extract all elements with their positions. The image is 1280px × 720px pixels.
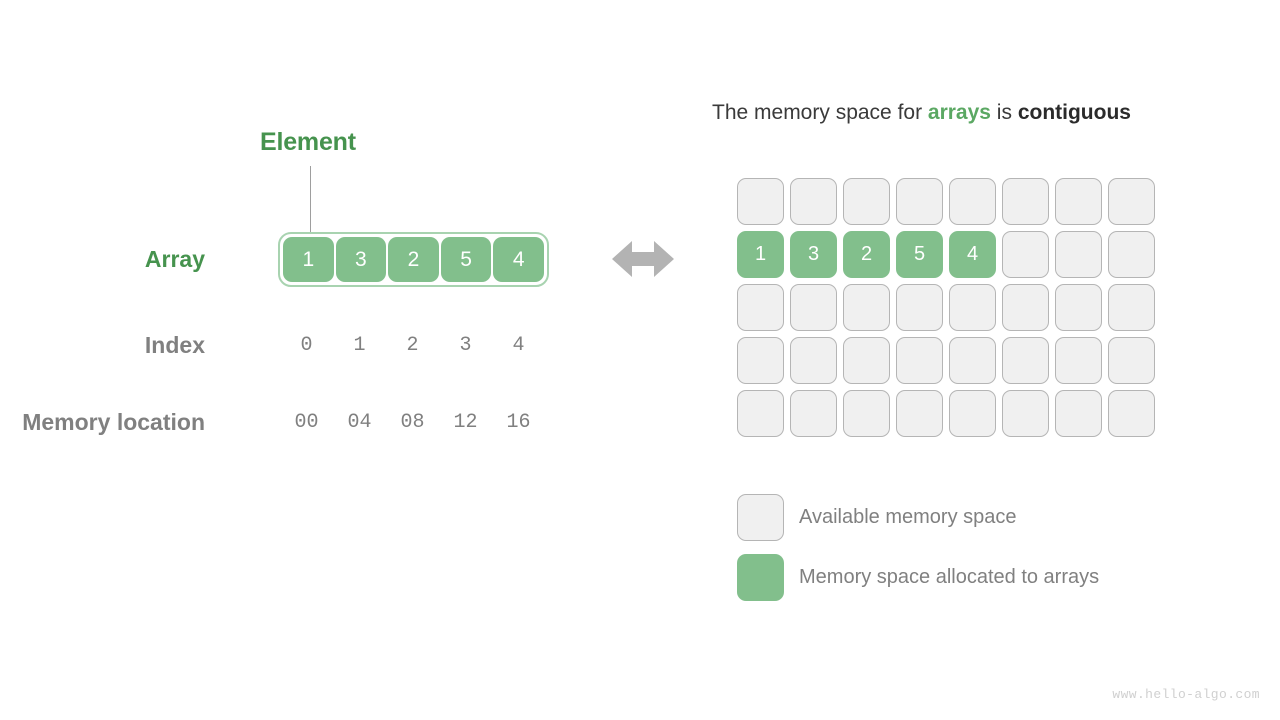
memory-cell-free	[737, 390, 784, 437]
index-value: 2	[406, 333, 419, 357]
memory-cell-free	[1108, 390, 1155, 437]
memory-cell-free	[843, 284, 890, 331]
legend: Available memory space Memory space allo…	[737, 494, 1099, 601]
memory-cell-free	[843, 337, 890, 384]
memory-value: 00	[294, 410, 319, 434]
memory-cell-free	[737, 337, 784, 384]
memory-cell-free	[790, 337, 837, 384]
memory-cell-free	[790, 178, 837, 225]
memory-cell-allocated: 5	[896, 231, 943, 278]
memory-cell-free	[1002, 284, 1049, 331]
memory-cell-free	[949, 178, 996, 225]
memory-title-keyword-contiguous: contiguous	[1017, 101, 1131, 124]
memory-cell-free	[949, 390, 996, 437]
memory-cell-free	[1055, 284, 1102, 331]
memory-space-panel: The memory space for arrays is contiguou…	[700, 0, 1280, 720]
memory-cell-free	[949, 337, 996, 384]
memory-value: 16	[506, 410, 531, 434]
memory-cell-free	[737, 178, 784, 225]
memory-cell-free	[1108, 284, 1155, 331]
legend-label-allocated: Memory space allocated to arrays	[799, 566, 1100, 588]
legend-item-available: Available memory space	[737, 494, 1099, 541]
bidirectional-arrow-icon	[612, 241, 674, 277]
legend-swatch-allocated	[737, 554, 784, 601]
memory-cell-free	[1108, 231, 1155, 278]
memory-cell-free	[1055, 231, 1102, 278]
legend-swatch-available	[737, 494, 784, 541]
index-value: 0	[300, 333, 313, 357]
memory-title-part2: is	[990, 101, 1018, 124]
memory-title: The memory space for arrays is contiguou…	[712, 101, 1131, 125]
memory-value: 12	[453, 410, 478, 434]
index-value: 3	[459, 333, 472, 357]
memory-cell-free	[1002, 390, 1049, 437]
index-values-row: 0 1 2 3 4	[278, 331, 549, 359]
memory-value: 04	[347, 410, 372, 434]
array-structure-panel: Element Array Index Memory location 1 3 …	[0, 0, 600, 720]
memory-cell-free	[790, 284, 837, 331]
memory-cell-free	[790, 390, 837, 437]
memory-cell-free	[1002, 337, 1049, 384]
memory-cell-free	[1002, 231, 1049, 278]
element-connector-line	[310, 166, 311, 239]
memory-cell-allocated: 1	[737, 231, 784, 278]
array-cell: 4	[493, 237, 544, 282]
memory-title-part1: The memory space for	[712, 101, 928, 124]
memory-cell-free	[1108, 337, 1155, 384]
index-value: 4	[512, 333, 525, 357]
memory-value: 08	[400, 410, 425, 434]
memory-cell-free	[896, 284, 943, 331]
index-row-label: Index	[144, 332, 205, 358]
memory-cell-free	[1055, 390, 1102, 437]
memory-cell-allocated: 4	[949, 231, 996, 278]
memory-cell-free	[1002, 178, 1049, 225]
memory-values-row: 00 04 08 12 16	[278, 408, 549, 436]
legend-label-available: Available memory space	[799, 506, 1017, 528]
array-container: 1 3 2 5 4	[278, 232, 549, 287]
array-cell: 5	[440, 237, 492, 282]
memory-title-keyword-arrays: arrays	[927, 101, 991, 124]
memory-cell-free	[949, 284, 996, 331]
memory-cell-free	[843, 390, 890, 437]
legend-item-allocated: Memory space allocated to arrays	[737, 554, 1099, 601]
memory-cell-free	[843, 178, 890, 225]
memory-cell-free	[896, 178, 943, 225]
memory-location-row-label: Memory location	[22, 409, 205, 435]
memory-cell-free	[1055, 178, 1102, 225]
index-value: 1	[353, 333, 366, 357]
memory-cell-free	[896, 390, 943, 437]
array-row-label: Array	[144, 246, 205, 272]
array-cell: 2	[388, 237, 439, 282]
element-callout-label: Element	[260, 128, 356, 156]
memory-cell-free	[1108, 178, 1155, 225]
memory-cell-allocated: 3	[790, 231, 837, 278]
array-cell: 3	[335, 237, 387, 282]
array-cell: 1	[283, 237, 334, 282]
memory-cell-free	[896, 337, 943, 384]
site-watermark: www.hello-algo.com	[1112, 687, 1260, 702]
memory-cell-free	[1055, 337, 1102, 384]
memory-cell-free	[737, 284, 784, 331]
memory-cell-allocated: 2	[843, 231, 890, 278]
